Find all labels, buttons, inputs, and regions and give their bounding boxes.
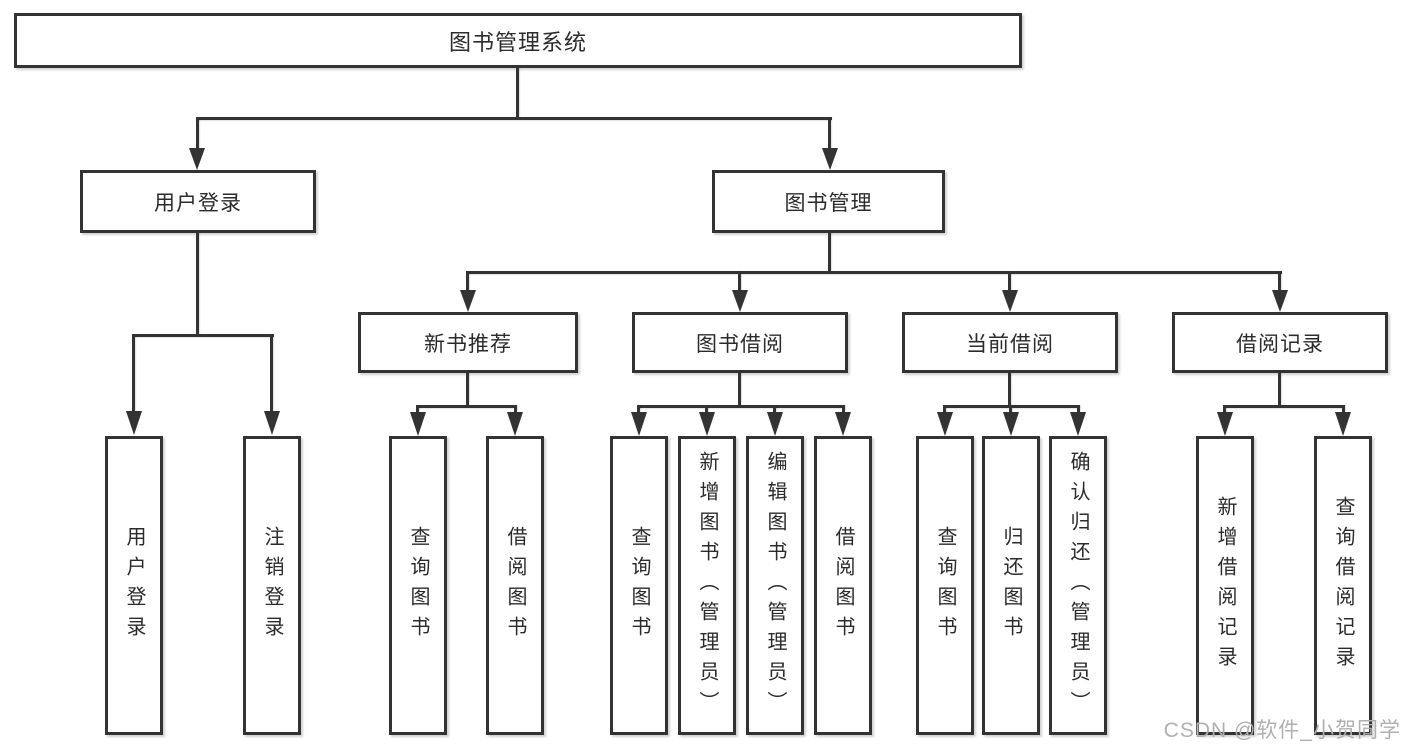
arrow-down-icon <box>1070 412 1086 436</box>
leaf-borrow-edit-book-admin: 编辑图书（管理员） <box>746 436 804 735</box>
connector-line <box>514 405 517 414</box>
connector-line <box>196 233 199 336</box>
leaf-recommend-borrow-book: 借阅图书 <box>486 436 544 735</box>
connector-line <box>637 405 640 414</box>
node-book-borrow: 图书借阅 <box>632 312 848 373</box>
leaf-recommend-query-book: 查询图书 <box>389 436 447 735</box>
connector-line <box>1009 405 1012 414</box>
leaf-record-add-borrow-record: 新增借阅记录 <box>1196 436 1254 735</box>
connector-line <box>773 405 776 414</box>
arrow-down-icon <box>822 148 838 170</box>
arrow-down-icon <box>410 412 426 436</box>
connector-line <box>466 271 469 292</box>
connector-line <box>738 373 741 407</box>
connector-line <box>196 117 199 150</box>
connector-line <box>196 117 832 120</box>
arrow-down-icon <box>1335 412 1351 436</box>
node-book-management: 图书管理 <box>712 170 945 233</box>
arrow-down-icon <box>835 412 851 436</box>
arrow-down-icon <box>1003 412 1019 436</box>
connector-line <box>466 373 469 407</box>
node-user-login: 用户登录 <box>80 170 316 233</box>
connector-line <box>828 117 831 150</box>
connector-line <box>1278 373 1281 407</box>
connector-line <box>1008 373 1011 407</box>
leaf-current-query-book: 查询图书 <box>916 436 974 735</box>
connector-line <box>828 233 831 273</box>
leaf-borrow-add-book-admin: 新增图书（管理员） <box>678 436 736 735</box>
arrow-down-icon <box>631 412 647 436</box>
arrow-down-icon <box>1217 412 1233 436</box>
connector-line <box>132 334 274 337</box>
leaf-user-login: 用户登录 <box>105 436 163 735</box>
arrow-down-icon <box>507 412 523 436</box>
watermark: CSDN @软件_小贺同学 <box>1163 719 1401 742</box>
node-root: 图书管理系统 <box>14 13 1022 68</box>
leaf-logout-login: 注销登录 <box>243 436 301 735</box>
connector-line <box>466 271 1282 274</box>
arrow-down-icon <box>126 411 142 435</box>
arrow-down-icon <box>1272 290 1288 312</box>
connector-line <box>416 405 517 408</box>
arrow-down-icon <box>1002 290 1018 312</box>
connector-line <box>132 334 135 412</box>
connector-line <box>637 405 845 408</box>
leaf-borrow-query-book: 查询图书 <box>610 436 668 735</box>
arrow-down-icon <box>732 290 748 312</box>
node-borrow-record: 借阅记录 <box>1172 312 1388 373</box>
arrow-down-icon <box>189 148 205 170</box>
connector-line <box>1077 405 1080 414</box>
arrow-down-icon <box>460 290 476 312</box>
arrow-down-icon <box>699 412 715 436</box>
arrow-down-icon <box>937 412 953 436</box>
connector-line <box>705 405 708 414</box>
connector-line <box>416 405 419 414</box>
connector-line <box>943 405 946 414</box>
arrow-down-icon <box>767 412 783 436</box>
connector-line <box>516 68 519 119</box>
node-current-borrow: 当前借阅 <box>902 312 1118 373</box>
connector-line <box>738 271 741 292</box>
connector-line <box>1278 271 1281 292</box>
connector-line <box>1223 405 1226 414</box>
connector-line <box>1342 405 1345 414</box>
connector-line <box>270 334 273 412</box>
connector-line <box>1008 271 1011 292</box>
leaf-borrow-borrow-book: 借阅图书 <box>814 436 872 735</box>
arrow-down-icon <box>264 411 280 435</box>
connector-line <box>1223 405 1345 408</box>
connector-line <box>842 405 845 414</box>
leaf-current-return-book: 归还图书 <box>982 436 1040 735</box>
leaf-record-query-borrow-record: 查询借阅记录 <box>1314 436 1372 735</box>
node-new-book-recommend: 新书推荐 <box>358 312 578 373</box>
leaf-current-confirm-return-admin: 确认归还（管理员） <box>1049 436 1107 735</box>
